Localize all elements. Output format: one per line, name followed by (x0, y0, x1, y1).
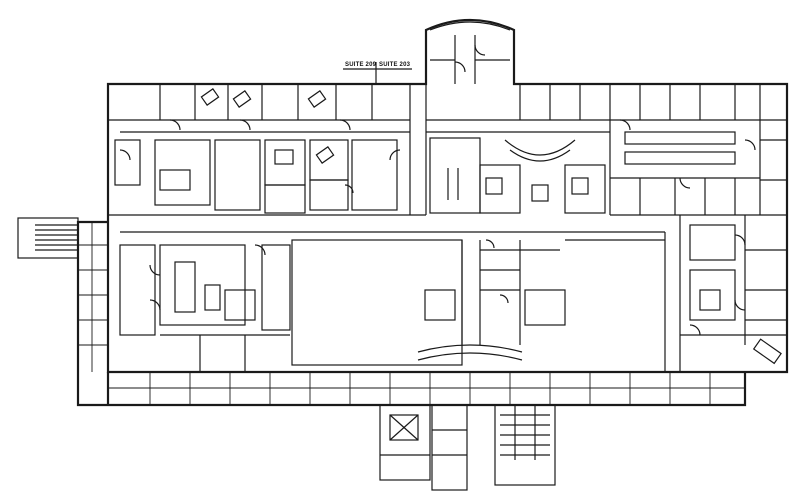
top-tower (429, 21, 511, 84)
suite-label-right: SUITE 203 (379, 62, 411, 68)
west-colonnade (78, 222, 108, 372)
south-colonnade (108, 372, 745, 405)
south-entry-left (379, 404, 468, 491)
lower-center (291, 239, 566, 366)
west-stair (17, 217, 79, 259)
upper-right-wing (609, 84, 787, 216)
building-outline (76, 18, 789, 407)
upper-left-wing (108, 84, 426, 216)
suite-divider-marker (343, 62, 412, 84)
lower-right-area (565, 215, 787, 372)
upper-center (425, 84, 610, 215)
south-stair-right (494, 404, 556, 486)
suite-label-left: SUITE 209 (345, 62, 377, 68)
lower-left-area (119, 231, 665, 372)
